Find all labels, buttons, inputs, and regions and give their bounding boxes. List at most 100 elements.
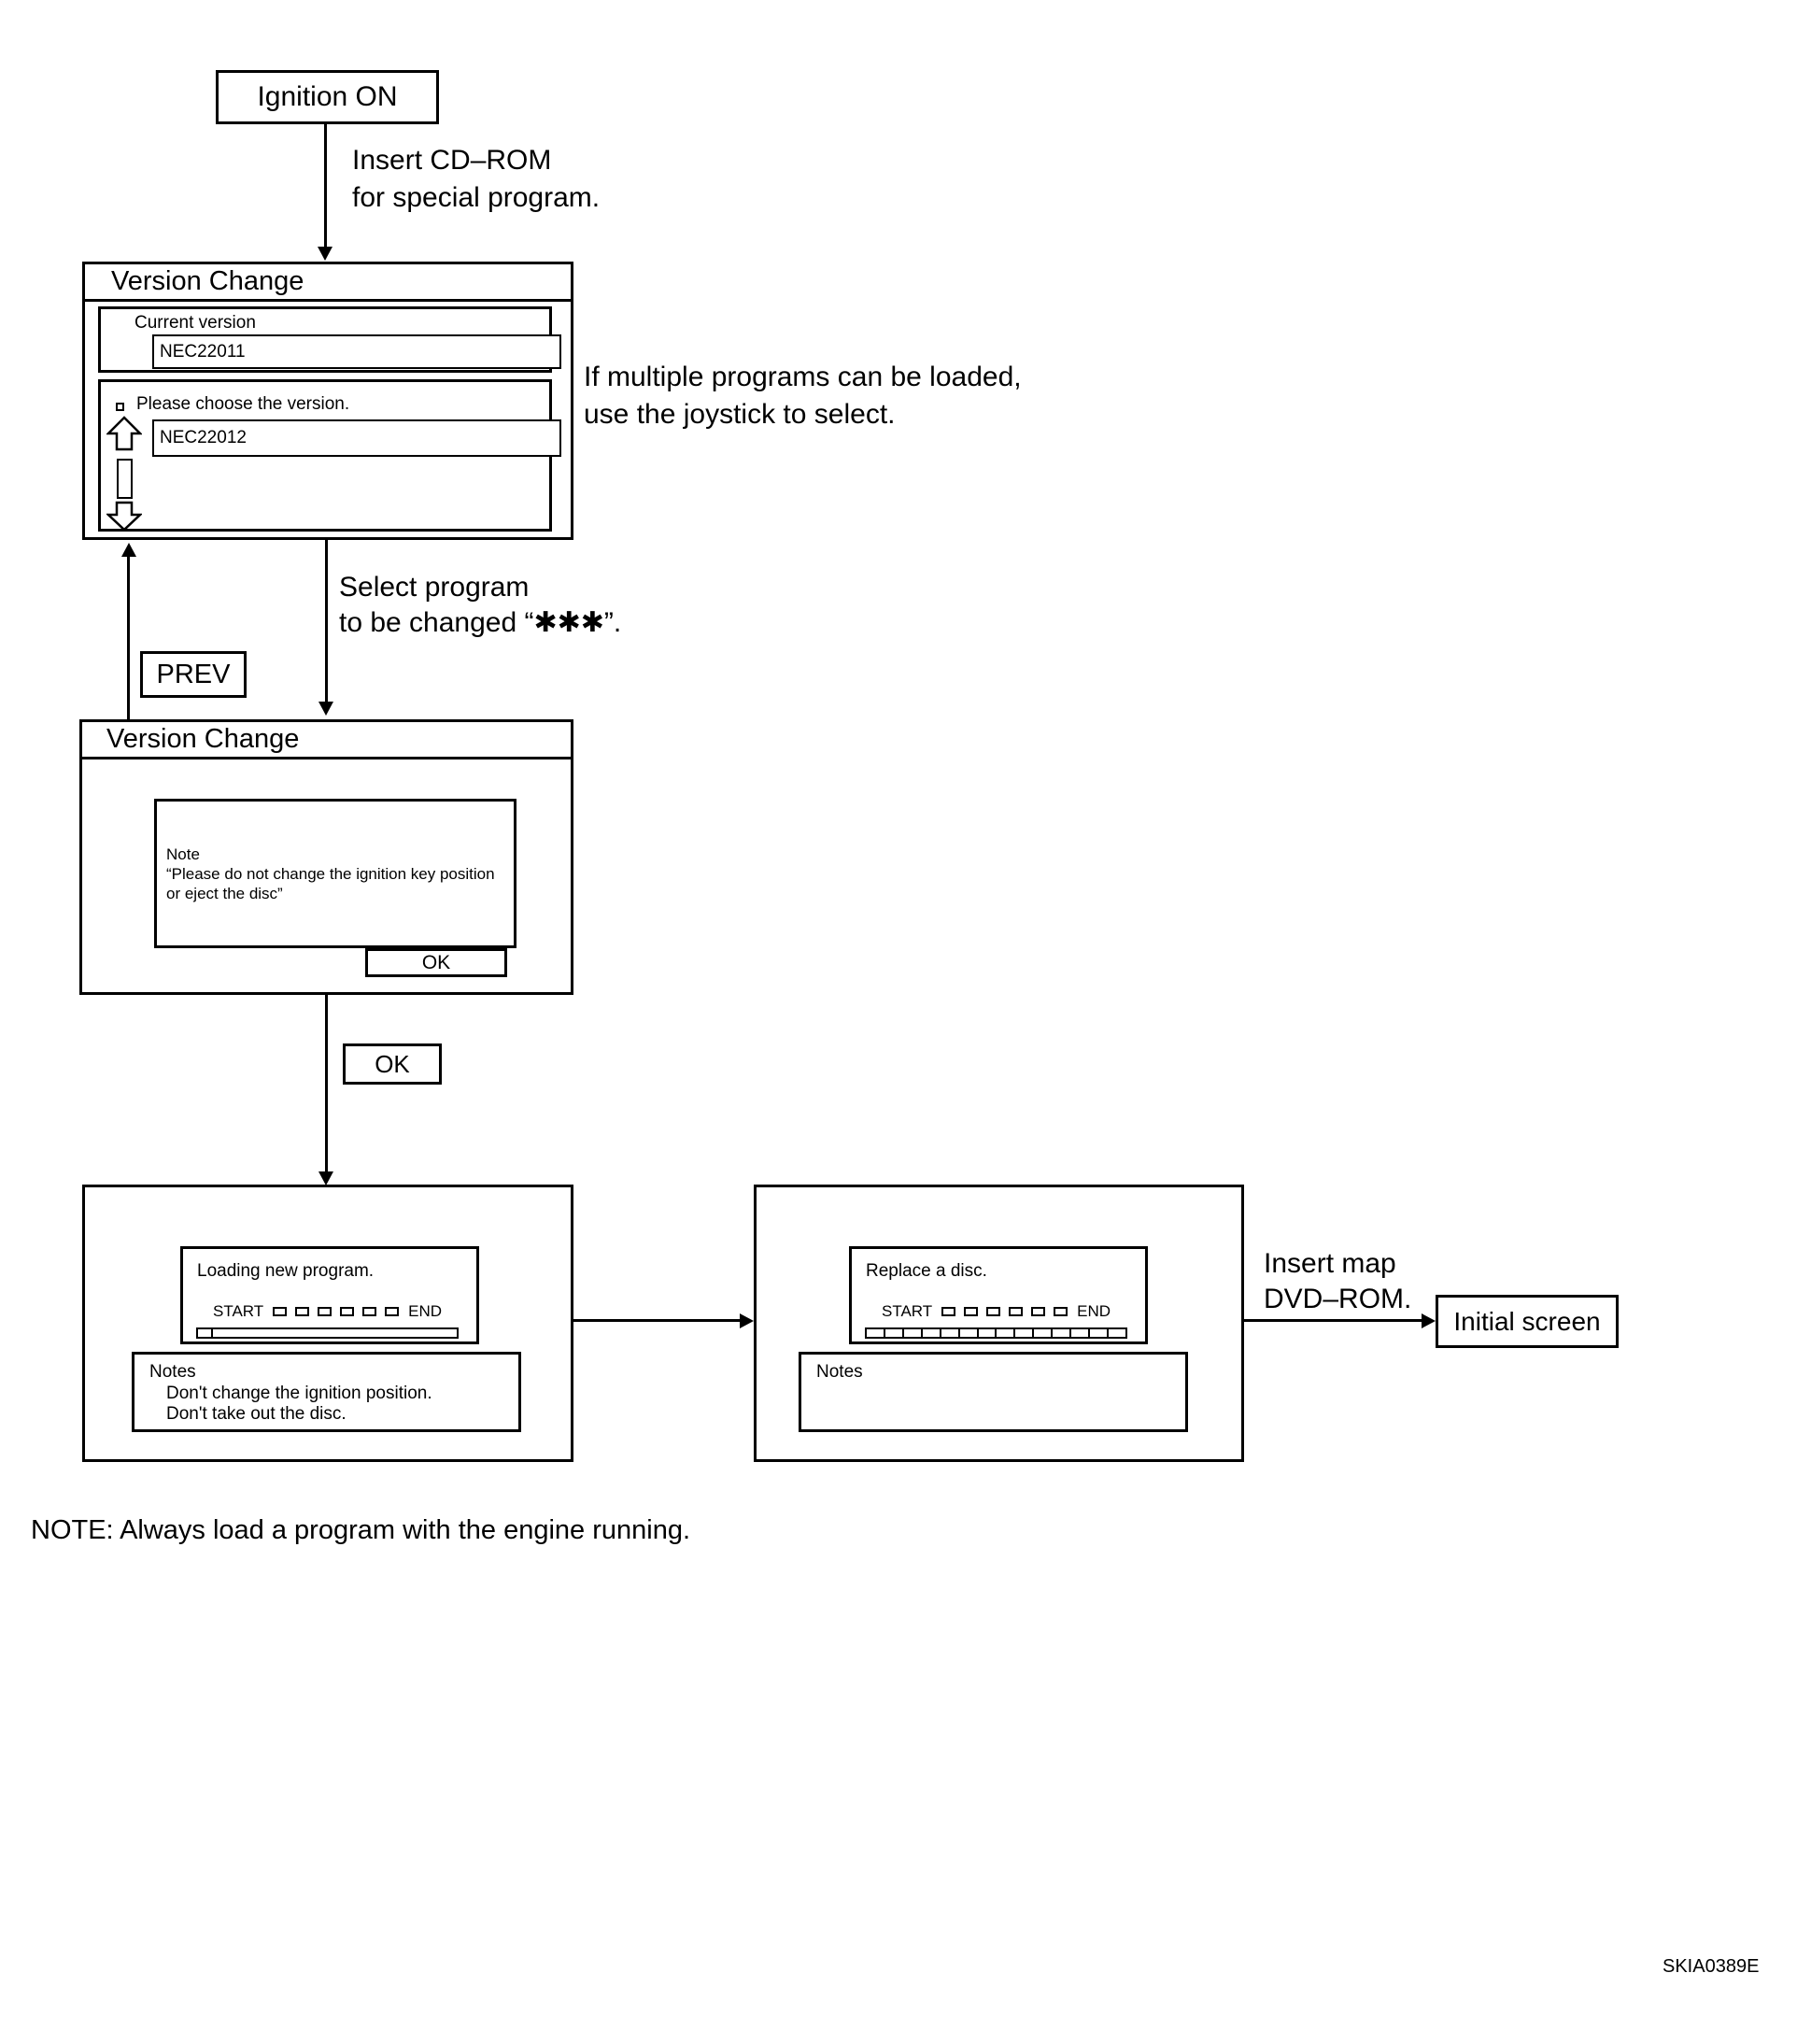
- loading-inner-box: Loading new program. START END: [180, 1246, 479, 1344]
- if-multiple-note: If multiple programs can be loaded, use …: [584, 359, 1022, 433]
- screen1-titlebar: Version Change: [85, 264, 571, 302]
- loading-progress-fill: [198, 1329, 213, 1337]
- ignition-on-box: Ignition ON: [216, 70, 439, 124]
- progress-segment: [1032, 1329, 1051, 1337]
- progress-segment: [1051, 1329, 1069, 1337]
- progress-segments: [273, 1307, 400, 1316]
- current-version-value: NEC22011: [160, 341, 246, 362]
- replace-label: Replace a disc.: [866, 1261, 987, 1281]
- choose-version-field: NEC22012: [152, 419, 561, 457]
- progress-segment: [1054, 1307, 1068, 1316]
- scroll-down-icon: [105, 501, 144, 532]
- choose-version-label: Please choose the version.: [136, 394, 350, 414]
- select-program-line2: to be changed “✱✱✱”.: [339, 607, 622, 638]
- current-version-label: Current version: [134, 313, 256, 333]
- bullet-square-icon: [116, 403, 124, 411]
- flow-line-to-replace: [573, 1319, 742, 1322]
- ok-flow-box: OK: [343, 1043, 442, 1085]
- flow-line-select: [325, 540, 328, 702]
- progress-segment: [318, 1307, 333, 1316]
- note-dialog: Note “Please do not change the ignition …: [154, 799, 516, 948]
- scroll-up-icon: [105, 416, 144, 451]
- progress-segment: [340, 1307, 355, 1316]
- prev-box: PREV: [140, 651, 247, 698]
- insert-map-note: Insert map DVD–ROM.: [1264, 1246, 1411, 1317]
- flow-line-to-initial: [1244, 1319, 1423, 1322]
- figure-code: SKIA0389E: [1663, 1956, 1760, 1977]
- dialog-ok-button: OK: [365, 948, 507, 977]
- if-multiple-line1: If multiple programs can be loaded,: [584, 362, 1022, 392]
- current-version-field: NEC22011: [152, 334, 561, 369]
- progress-segment: [1013, 1329, 1032, 1337]
- arrowhead-right-icon: [1422, 1313, 1436, 1328]
- flow-line-prev: [127, 557, 130, 719]
- arrowhead-down-icon: [318, 702, 333, 716]
- replace-disc-screen: Replace a disc. START END Notes: [754, 1185, 1244, 1462]
- dialog-ok-label: OK: [421, 951, 451, 973]
- choose-version-panel: Please choose the version. NEC22012: [98, 379, 561, 532]
- progress-segment: [1106, 1329, 1125, 1337]
- screen2-titlebar: Version Change: [82, 722, 571, 759]
- progress-segment: [1088, 1329, 1107, 1337]
- choose-version-value: NEC22012: [160, 428, 247, 447]
- replace-inner-box: Replace a disc. START END: [849, 1246, 1148, 1344]
- progress-segment: [957, 1329, 977, 1337]
- ok-flow-label: OK: [375, 1049, 410, 1078]
- flow-line-ok: [325, 995, 328, 1172]
- current-version-panel: Current version NEC22011: [98, 306, 561, 373]
- end-label: END: [1077, 1302, 1111, 1320]
- insert-map-line1: Insert map: [1264, 1248, 1396, 1279]
- progress-segment: [1031, 1307, 1046, 1316]
- replace-notes-box: Notes: [799, 1352, 1188, 1432]
- version-change-screen-2: Version Change Note “Please do not chang…: [79, 719, 573, 995]
- replace-progress-row: START END: [882, 1302, 1111, 1321]
- loading-progress-row: START END: [213, 1302, 442, 1321]
- screen1-title: Version Change: [111, 266, 304, 296]
- replace-progress-bar: [865, 1327, 1127, 1339]
- progress-segment: [976, 1329, 996, 1337]
- scrollbar-thumb: [117, 459, 133, 499]
- insert-cdrom-line2: for special program.: [352, 182, 601, 213]
- progress-segment: [883, 1329, 902, 1337]
- progress-segment: [1009, 1307, 1024, 1316]
- loading-notes-title: Notes: [149, 1362, 196, 1382]
- progress-segment: [939, 1329, 958, 1337]
- note-dialog-line3: or eject the disc”: [166, 885, 283, 902]
- start-label: START: [882, 1302, 933, 1320]
- ignition-on-label: Ignition ON: [257, 81, 398, 112]
- insert-cdrom-line1: Insert CD–ROM: [352, 145, 552, 176]
- arrowhead-right-icon: [740, 1313, 754, 1328]
- progress-segment: [941, 1307, 956, 1316]
- progress-segments: [941, 1307, 1068, 1316]
- note-dialog-line1: Note: [166, 845, 200, 863]
- initial-screen-label: Initial screen: [1453, 1306, 1601, 1336]
- loading-screen: Loading new program. START END Notes Don…: [82, 1185, 573, 1462]
- arrowhead-up-icon: [121, 543, 136, 557]
- loading-label: Loading new program.: [197, 1261, 375, 1281]
- start-label: START: [213, 1302, 264, 1320]
- progress-segment: [362, 1307, 377, 1316]
- arrowhead-down-icon: [318, 1171, 333, 1185]
- progress-segment: [964, 1307, 979, 1316]
- bottom-note: NOTE: Always load a program with the eng…: [31, 1515, 691, 1545]
- loading-notes-box: Notes Don't change the ignition position…: [132, 1352, 521, 1432]
- note-dialog-line2: “Please do not change the ignition key p…: [166, 865, 495, 883]
- progress-segment: [995, 1329, 1013, 1337]
- progress-segment: [273, 1307, 288, 1316]
- select-program-note: Select program to be changed “✱✱✱”.: [339, 570, 621, 641]
- loading-note-line2: Don't take out the disc.: [166, 1404, 347, 1424]
- loading-notes-lines: Don't change the ignition position. Don'…: [166, 1384, 432, 1425]
- flow-line-ignition: [324, 124, 327, 248]
- progress-segment: [1069, 1329, 1088, 1337]
- note-dialog-text: Note “Please do not change the ignition …: [166, 845, 495, 903]
- progress-segment: [920, 1329, 940, 1337]
- replace-notes-title: Notes: [816, 1362, 863, 1382]
- progress-segment: [986, 1307, 1001, 1316]
- version-change-screen-1: Version Change Current version NEC22011 …: [82, 262, 573, 540]
- insert-map-line2: DVD–ROM.: [1264, 1284, 1412, 1314]
- progress-segment: [385, 1307, 400, 1316]
- loading-note-line1: Don't change the ignition position.: [166, 1384, 432, 1403]
- initial-screen-box: Initial screen: [1436, 1295, 1619, 1348]
- end-label: END: [408, 1302, 443, 1320]
